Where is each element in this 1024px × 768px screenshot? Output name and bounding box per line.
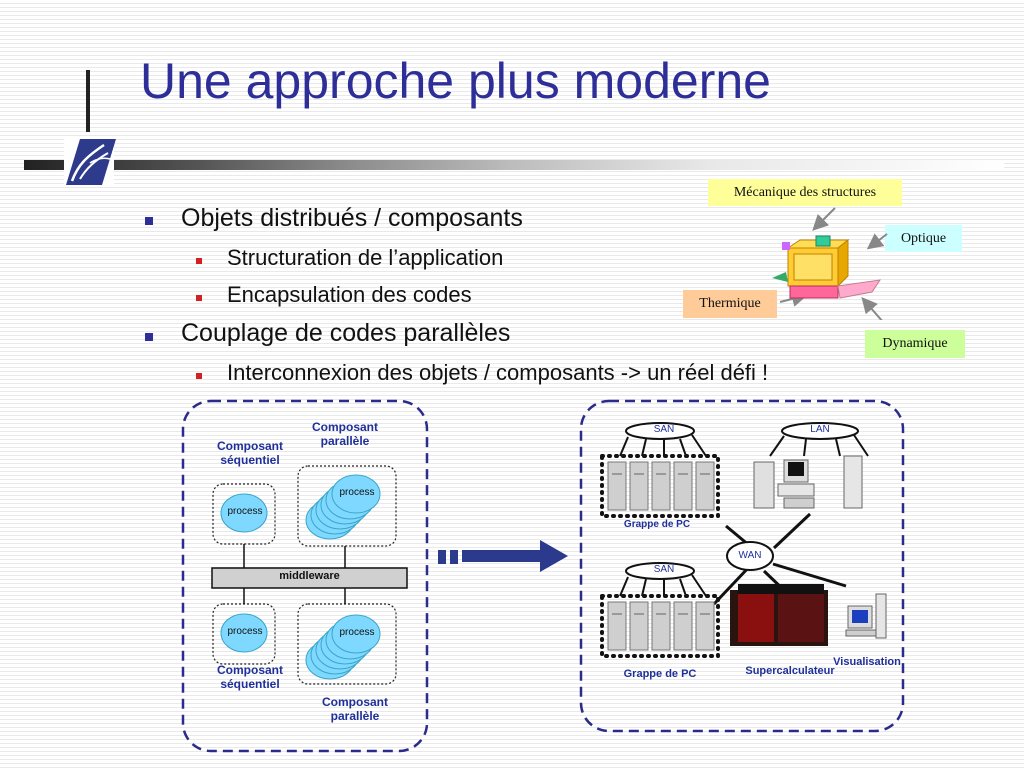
label-san-bottom: SAN [653, 564, 675, 575]
slide-title: Une approche plus moderne [140, 53, 771, 109]
bullet-marker [145, 333, 153, 341]
sub-bullet-marker [196, 295, 202, 301]
label-san-top: SAN [653, 424, 675, 435]
title-gradient-bar [24, 160, 1004, 170]
label-dynamique: Dynamique [865, 330, 965, 358]
label-grappe-top: Grappe de PC [623, 519, 691, 530]
component-diagram [181, 399, 429, 753]
sub-bullet-marker [196, 258, 202, 264]
bullet-marker [145, 217, 153, 225]
middleware-bar: middleware [279, 570, 340, 582]
label-wan: WAN [738, 550, 762, 561]
bullet-1-sub-2: Encapsulation des codes [227, 282, 472, 307]
bullet-1-sub-1: Structuration de l’application [227, 245, 504, 270]
label-optique: Optique [885, 225, 962, 252]
process-node: process [339, 627, 375, 638]
label-composant-parallele-top: Composant parallèle [312, 420, 378, 448]
label-lan: LAN [810, 424, 830, 435]
bullet-2-sub-1: Interconnexion des objets / composants -… [227, 360, 769, 385]
process-node: process [227, 626, 263, 637]
label-composant-sequentiel-top: Composant séquentiel [217, 439, 283, 467]
infrastructure-diagram [579, 399, 905, 733]
label-grappe-bottom: Grappe de PC [623, 668, 697, 680]
label-composant-parallele-bottom: Composant parallèle [322, 695, 388, 723]
logo-icon [60, 135, 118, 187]
label-supercalculateur: Supercalculateur [745, 665, 835, 677]
label-mecanique: Mécanique des structures [708, 179, 902, 206]
bullet-1: Objets distribués / composants [181, 204, 523, 232]
process-node: process [227, 506, 263, 517]
transition-arrow-icon [438, 540, 568, 572]
title-vertical-bar [86, 70, 90, 132]
label-thermique: Thermique [683, 290, 777, 318]
bullet-2: Couplage de codes parallèles [181, 319, 511, 347]
label-visualisation: Visualisation [833, 656, 901, 668]
coupling-model-image [772, 207, 888, 320]
process-node: process [339, 487, 375, 498]
label-composant-sequentiel-bottom: Composant séquentiel [217, 663, 283, 691]
sub-bullet-marker [196, 373, 202, 379]
